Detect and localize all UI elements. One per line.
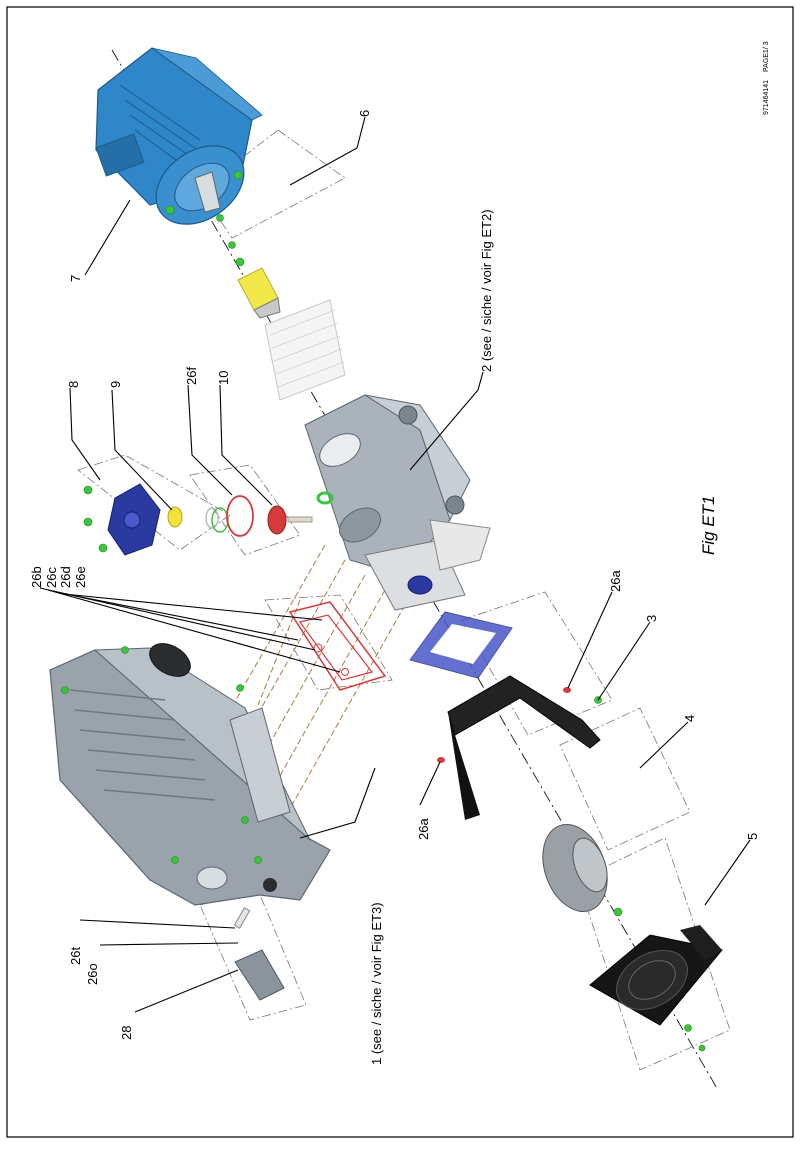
label-26t: 26t	[68, 947, 83, 965]
page-frame	[6, 6, 794, 1138]
group-outline-fan-cover	[577, 837, 731, 1071]
doc-number: 971464141	[763, 80, 770, 115]
coupling	[228, 241, 346, 401]
label-1: 1 (see / siche / voir Fig ET3)	[369, 902, 384, 1065]
label-26a-bottom: 26a	[416, 818, 431, 840]
label-8: 8	[66, 381, 81, 388]
fan-bracket	[437, 675, 602, 820]
pump-body	[49, 643, 331, 906]
label-28: 28	[119, 1026, 134, 1040]
gasket	[288, 601, 387, 691]
label-26b: 26b	[29, 566, 44, 588]
label-7: 7	[68, 275, 83, 282]
motor-assembly	[95, 47, 263, 225]
label-26o: 26o	[85, 963, 100, 985]
label-3: 3	[644, 615, 659, 622]
document-meta: 971464141 PAGE1/ 3	[763, 41, 770, 115]
label-4: 4	[682, 715, 697, 722]
page-number: PAGE1/ 3	[763, 41, 770, 72]
fan-wheel	[542, 823, 623, 917]
group-outline-seals	[189, 464, 301, 556]
label-2: 2 (see / siche / voir Fig ET2)	[479, 209, 494, 372]
group-outline-gasket	[264, 594, 393, 691]
label-10: 10	[216, 371, 231, 385]
leader-lines	[39, 116, 751, 1013]
label-26a-top: 26a	[608, 570, 623, 592]
end-cap-assembly	[83, 483, 313, 556]
valve-assembly	[233, 907, 285, 1001]
group-outline-fan	[559, 707, 691, 851]
label-26e: 26e	[73, 566, 88, 588]
label-6: 6	[357, 110, 372, 117]
fan-cover	[589, 925, 723, 1052]
gear-housing	[304, 394, 491, 611]
part-labels: 6 7 8 9 26f 10 2 (see / siche / voir Fig…	[29, 110, 760, 1065]
label-26d: 26d	[58, 566, 73, 588]
group-outline-motor-coupling	[199, 129, 346, 239]
group-outline-bracket	[461, 591, 613, 736]
figure-title: Fig ET1	[699, 495, 718, 555]
label-9: 9	[108, 381, 123, 388]
mesh-filter	[409, 611, 513, 679]
label-5: 5	[745, 833, 760, 840]
label-26f: 26f	[184, 367, 199, 385]
label-26c: 26c	[44, 567, 59, 588]
